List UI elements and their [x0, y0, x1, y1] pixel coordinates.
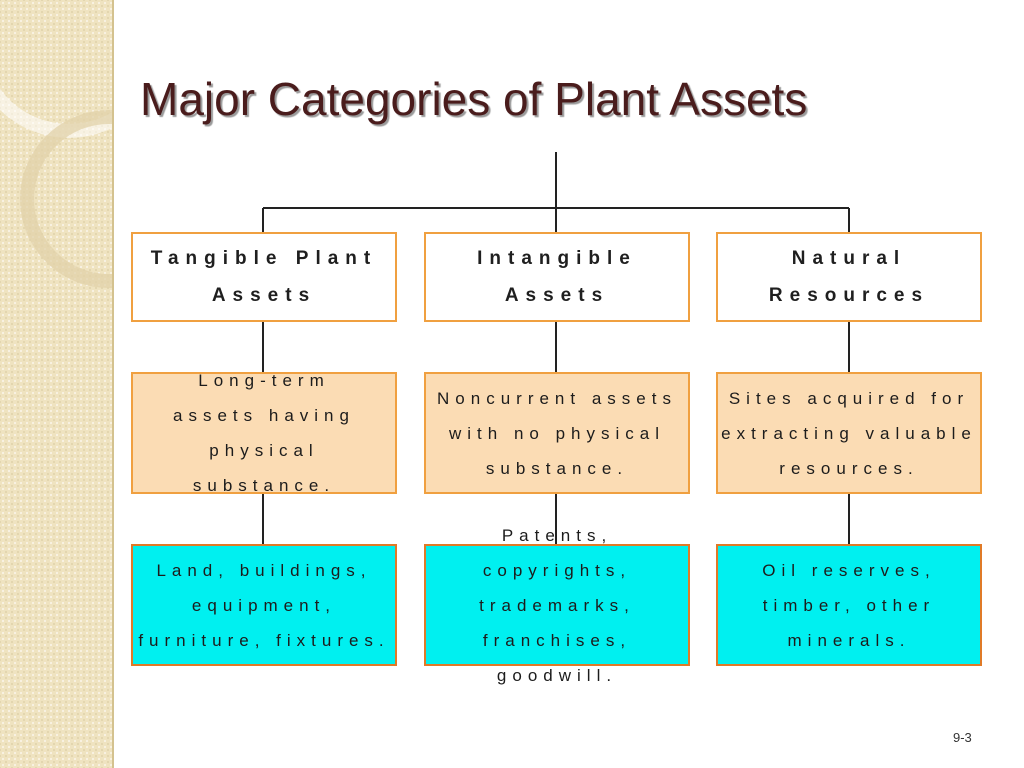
box-text-line: Resources — [768, 285, 930, 306]
description-box-tangible: Long-term assets having physical substan… — [131, 371, 397, 495]
example-box-intangible: Patents, copyrights, trademarks, franchi… — [424, 526, 690, 685]
box-text-line: assets having — [173, 406, 355, 425]
category-box-intangible: Intangible Assets — [424, 232, 690, 322]
box-text-line: Land, buildings, — [156, 560, 372, 580]
box-text-line: Natural — [791, 248, 907, 269]
box-text-line: franchises, goodwill. — [482, 630, 632, 685]
example-box-tangible: Land, buildings, equipment, furniture, f… — [131, 544, 397, 666]
box-text-line: Sites acquired for — [728, 388, 970, 408]
box-text-line: physical substance. — [192, 441, 336, 495]
description-box-natural: Sites acquired for extracting valuable r… — [716, 372, 982, 494]
slide-title: Major Categories of Plant Assets — [140, 73, 808, 125]
box-text-line: Long-term — [198, 371, 330, 390]
box-text-line: Assets — [504, 285, 610, 306]
description-box-intangible: Noncurrent assets with no physical subst… — [424, 372, 690, 494]
box-text-line: furniture, fixtures. — [138, 630, 390, 650]
category-box-natural: Natural Resources — [716, 232, 982, 322]
box-text-line: minerals. — [787, 630, 911, 650]
category-box-tangible: Tangible Plant Assets — [131, 232, 397, 322]
box-text-line: equipment, — [191, 595, 337, 615]
decorative-side-strip — [0, 0, 114, 768]
box-text-line: extracting valuable — [721, 423, 977, 443]
box-text-line: trademarks, — [479, 595, 635, 615]
page-number: 9-3 — [953, 730, 972, 745]
box-text-line: Oil reserves, — [762, 560, 936, 580]
box-text-line: Noncurrent assets — [437, 388, 677, 408]
box-text-line: with no physical — [448, 423, 665, 443]
example-box-natural: Oil reserves, timber, other minerals. — [716, 544, 982, 666]
box-text-line: Intangible — [477, 248, 637, 269]
box-text-line: Patents, copyrights, — [482, 525, 632, 580]
box-text-line: resources. — [779, 458, 919, 478]
box-text-line: Tangible Plant — [150, 248, 378, 269]
box-text-line: timber, other — [762, 595, 936, 615]
box-text-line: substance. — [485, 458, 629, 478]
box-text-line: Assets — [211, 285, 317, 306]
